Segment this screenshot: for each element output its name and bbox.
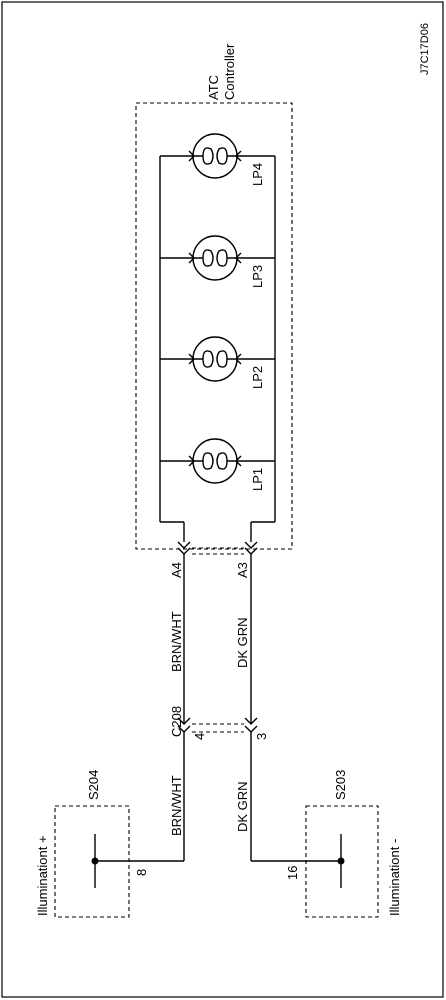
wire-label-lower-left: BRN/WHT (169, 775, 184, 836)
connector-a4-chevron (177, 541, 191, 555)
splice-s204-box (54, 805, 130, 918)
atc-controller-box (135, 102, 293, 550)
lamp-label-lp3: LP3 (250, 265, 265, 288)
lamp-lp1: LP1 (160, 438, 275, 491)
pin-a4-label: A4 (169, 562, 184, 578)
connector-a3-chevron (244, 541, 258, 555)
diagram-id: J7C17D06 (419, 23, 431, 75)
lamp-label-lp2: LP2 (250, 366, 265, 389)
lamp-label-lp4: LP4 (250, 163, 265, 186)
splice-s203-dot (337, 857, 345, 865)
wire-label-upper-right: DK GRN (235, 617, 250, 668)
splice-s203-name: S203 (333, 770, 348, 800)
splice-s203-terminal: 16 (285, 866, 300, 880)
wire-label-lower-right: DK GRN (235, 781, 250, 832)
lamp-lp3: LP3 (160, 235, 275, 288)
splice-s203-signal: Illuminationt - (387, 839, 402, 916)
controller-title-line1: ATC (206, 75, 221, 100)
controller-title-line2: Controller (222, 43, 237, 100)
splice-s204-dot (91, 857, 99, 865)
c208-pin3-label: 3 (254, 733, 269, 740)
splice-s203-box (305, 805, 379, 918)
connector-c208-label: C208 (169, 706, 184, 737)
pin-a3-label: A3 (235, 562, 250, 578)
lamp-lp2: LP2 (160, 336, 275, 389)
wire-label-upper-left: BRN/WHT (169, 611, 184, 672)
c208-pin4-label: 4 (192, 733, 207, 740)
splice-s204-signal: Illuminationt + (35, 835, 50, 916)
lamp-lp4: LP4 (160, 133, 275, 186)
splice-s204-terminal: 8 (134, 869, 149, 876)
lamp-label-lp1: LP1 (250, 468, 265, 491)
splice-s204-name: S204 (86, 770, 101, 800)
